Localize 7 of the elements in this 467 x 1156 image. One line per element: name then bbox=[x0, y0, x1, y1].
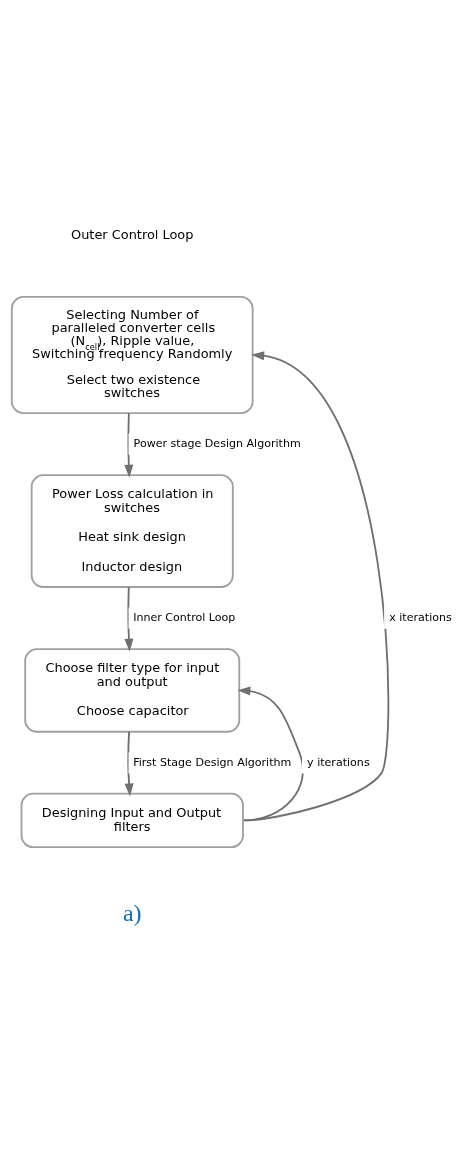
edge-label: Inner Control Loop bbox=[133, 610, 236, 624]
edge-label: x iterations bbox=[389, 610, 452, 624]
edge-label: Power stage Design Algorithm bbox=[133, 436, 301, 450]
edge-label: First Stage Design Algorithm bbox=[133, 755, 292, 769]
label: Outer Control Loop bbox=[71, 226, 194, 242]
edge-label: y iterations bbox=[307, 755, 370, 769]
label: a) bbox=[122, 899, 142, 926]
